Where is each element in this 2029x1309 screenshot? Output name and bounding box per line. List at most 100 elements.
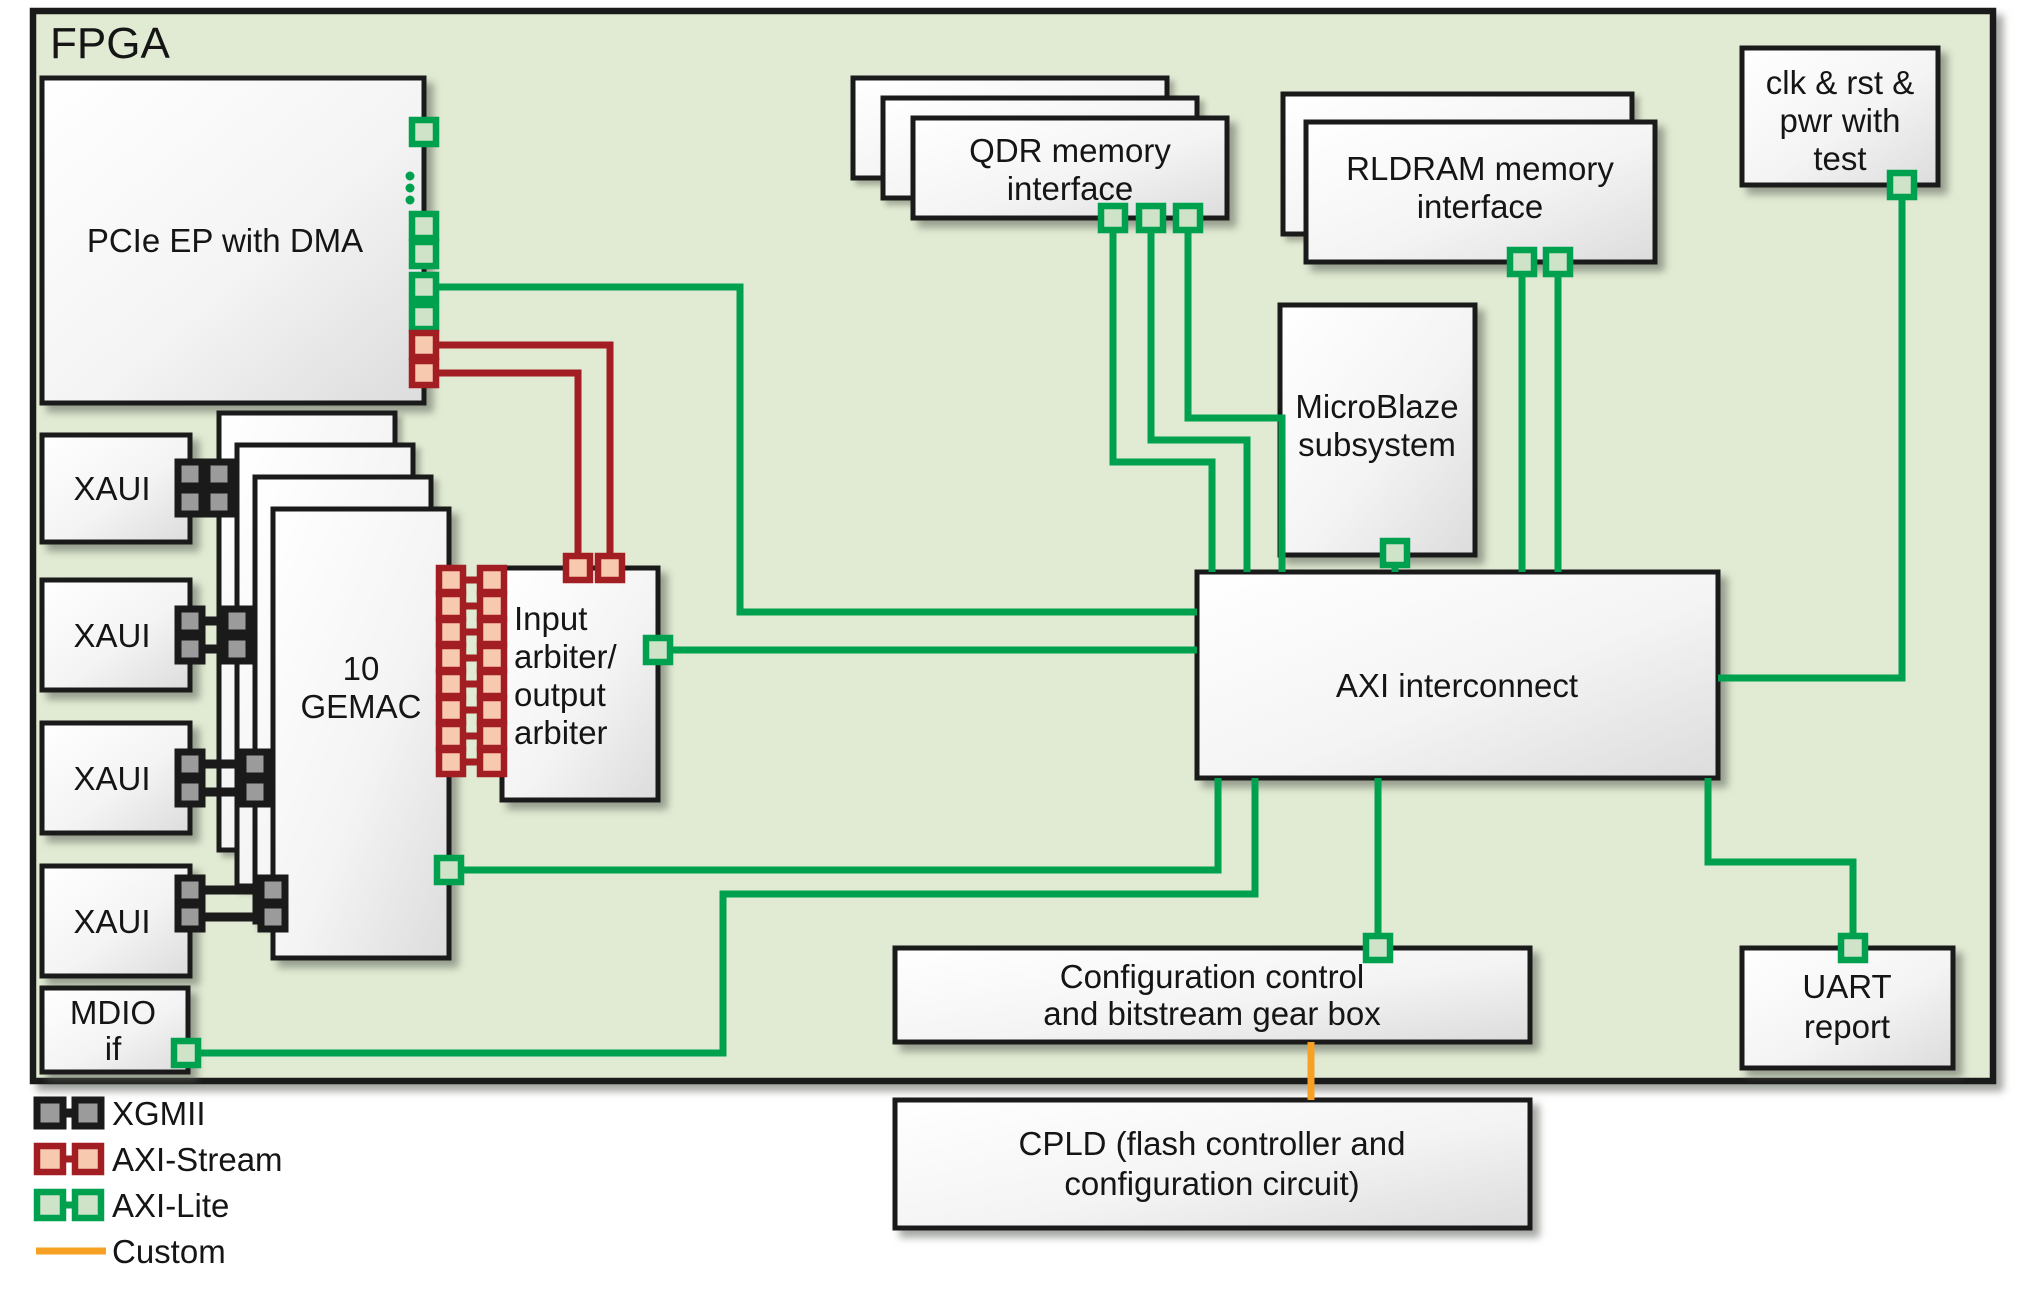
- axi-stream-port: [476, 616, 508, 648]
- xgmii-port: [257, 901, 289, 933]
- axi-lite-port: [1379, 537, 1411, 569]
- axi-stream-legend-port: [33, 1142, 67, 1176]
- axi-lite-line-qdr-2: [1147, 218, 1251, 572]
- xaui-1-label: XAUI: [73, 470, 150, 507]
- xgmii-port: [221, 605, 253, 637]
- fpga-label: FPGA: [50, 19, 170, 68]
- axi-interconnect-block: [1194, 569, 1721, 781]
- xgmii-port: [203, 458, 235, 490]
- xgmii-legend-port: [71, 1096, 105, 1130]
- xgmii-port: [174, 776, 206, 808]
- arbiter-block: [499, 565, 661, 803]
- axi-stream-port: [476, 746, 508, 778]
- axi-lite-line-pcie-to-axi: [424, 283, 1197, 616]
- qdr-label-1: QDR memory: [969, 132, 1171, 169]
- axi-stream-port: [435, 590, 467, 622]
- ellipsis-dot: [405, 183, 415, 193]
- axi-lite-line-qdr-3: [1184, 218, 1286, 572]
- axi-lite-port: [1886, 169, 1918, 201]
- legend-label-axi-stream: AXI-Stream: [112, 1141, 283, 1178]
- xaui-4-label: XAUI: [73, 903, 150, 940]
- arbiter-label-3: output: [514, 676, 606, 713]
- axi-lite-legend-port: [71, 1188, 105, 1222]
- cpld-label-2: configuration circuit): [1064, 1165, 1359, 1202]
- microblaze-label-1: MicroBlaze: [1295, 388, 1458, 425]
- axi-lite-port: [1542, 246, 1574, 278]
- axi-stream-port: [408, 329, 440, 361]
- pcie-label: PCIe EP with DMA: [87, 222, 363, 259]
- uart-label-1: UART: [1802, 968, 1891, 1005]
- gemac-label-1: 10: [343, 650, 380, 687]
- mdio-label-1: MDIO: [70, 994, 156, 1031]
- xgmii-port: [174, 486, 206, 518]
- axi-stream-port: [562, 552, 594, 584]
- axi-stream-legend-port: [71, 1142, 105, 1176]
- axi-stream-port: [476, 590, 508, 622]
- axi-stream-line-pcie-2: [424, 369, 582, 568]
- axi-lite-port: [170, 1037, 202, 1069]
- arbiter-label-2: arbiter/: [514, 638, 618, 675]
- legend-item-custom: Custom: [36, 1233, 226, 1270]
- axi-lite-port: [642, 634, 674, 666]
- gemac-label-2: GEMAC: [300, 688, 421, 725]
- axi-lite-line-axi-to-clk: [1718, 185, 1906, 682]
- axi-lite-port: [1097, 202, 1129, 234]
- xgmii-port: [174, 605, 206, 637]
- clk-label-1: clk & rst &: [1766, 64, 1915, 101]
- legend-label-xgmii: XGMII: [112, 1095, 206, 1132]
- rldram-label-2: interface: [1417, 188, 1544, 225]
- clk-label-3: test: [1813, 140, 1866, 177]
- axi-stream-port: [476, 668, 508, 700]
- axi-lite-port: [1506, 246, 1538, 278]
- ellipsis-dot: [405, 195, 415, 205]
- xgmii-port: [239, 748, 271, 780]
- cpld-label-1: CPLD (flash controller and: [1018, 1125, 1405, 1162]
- axi-lite-port: [408, 238, 440, 270]
- arbiter-label-1: Input: [514, 600, 587, 637]
- axi-stream-port: [435, 720, 467, 752]
- axi-lite-port: [1837, 932, 1869, 964]
- axi-lite-line-qdr-1: [1109, 218, 1216, 572]
- clk-rst-pwr-block: [1739, 45, 1941, 188]
- xgmii-port: [174, 458, 206, 490]
- legend-item-xgmii: XGMII: [33, 1095, 206, 1132]
- legend-item-axi-lite: AXI-Lite: [33, 1187, 229, 1224]
- xaui-2-label: XAUI: [73, 617, 150, 654]
- rldram-label-1: RLDRAM memory: [1346, 150, 1614, 187]
- uart-label-2: report: [1804, 1008, 1890, 1045]
- mdio-if-block: [39, 985, 191, 1075]
- axi-stream-port: [476, 642, 508, 674]
- axi-stream-port: [476, 564, 508, 596]
- config-label-1: Configuration control: [1060, 958, 1365, 995]
- axi-lite-port: [408, 116, 440, 148]
- axi-stream-port: [435, 694, 467, 726]
- config-label-2: and bitstream gear box: [1043, 995, 1381, 1032]
- pcie-ep-dma-block: [39, 75, 427, 406]
- axi-lite-line-mdio-to-axi: [186, 778, 1259, 1057]
- xgmii-port: [174, 874, 206, 906]
- axi-stream-port: [435, 564, 467, 596]
- axi-stream-line-pcie-1: [424, 341, 614, 568]
- xaui-3-block: [39, 720, 193, 836]
- axi-stream-port: [435, 616, 467, 648]
- axi-lite-line-axi-to-uart: [1704, 778, 1857, 948]
- xgmii-port: [174, 748, 206, 780]
- cpld-block: [892, 1097, 1533, 1231]
- axi-lite-port: [408, 301, 440, 333]
- rldram-memory-block: [1303, 119, 1658, 265]
- xgmii-port: [174, 633, 206, 665]
- axi-stream-port: [408, 357, 440, 389]
- axi-lite-port: [408, 210, 440, 242]
- xaui-4-block: [39, 863, 193, 979]
- legend: XGMII AXI-Stream AXI-Lite Custom: [33, 1095, 283, 1270]
- config-control-block: [892, 945, 1533, 1045]
- mdio-label-2: if: [105, 1030, 122, 1067]
- legend-label-custom: Custom: [112, 1233, 226, 1270]
- xaui-2-block: [39, 577, 193, 693]
- axi-lite-port: [408, 271, 440, 303]
- ellipsis-dot: [405, 171, 415, 181]
- axi-label: AXI interconnect: [1336, 667, 1578, 704]
- xgmii-port: [174, 901, 206, 933]
- axi-stream-port: [476, 694, 508, 726]
